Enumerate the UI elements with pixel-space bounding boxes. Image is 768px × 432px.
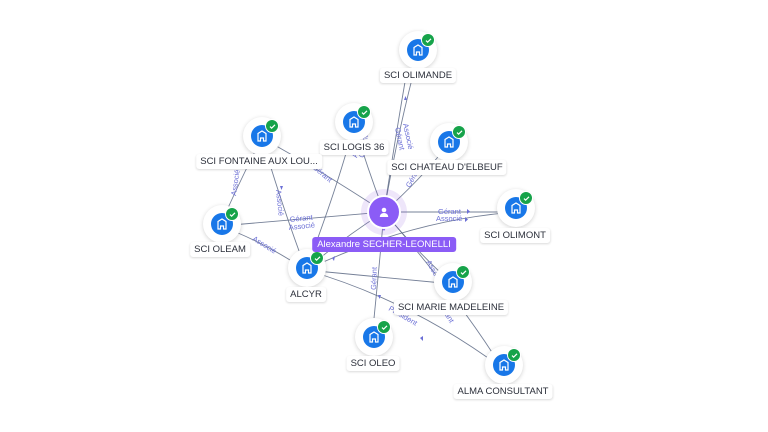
- person-icon: [367, 195, 401, 229]
- person-label[interactable]: Alexandre SECHER-LEONELLI: [312, 237, 456, 252]
- edge-label-gerant: Gérant: [369, 266, 379, 290]
- edge-label-gerant: Gérant: [438, 207, 462, 216]
- verified-check-icon: [265, 119, 279, 133]
- arrow-marker: [404, 96, 407, 100]
- entity-node[interactable]: [497, 189, 535, 227]
- verified-check-icon: [519, 191, 533, 205]
- verified-check-icon: [377, 320, 391, 334]
- edge-label-associe: Associé: [274, 189, 286, 216]
- entity-label[interactable]: SCI OLEO: [346, 356, 400, 371]
- person-node[interactable]: [361, 189, 407, 235]
- edge-alcyr-madeleine: [305, 269, 454, 285]
- entity-node[interactable]: [434, 263, 472, 301]
- entity-label[interactable]: SCI OLEAM: [190, 242, 250, 257]
- entity-node[interactable]: [203, 205, 241, 243]
- arrow-marker: [465, 217, 468, 222]
- entity-label[interactable]: ALMA CONSULTANT: [453, 384, 553, 399]
- entity-label[interactable]: ALCYR: [286, 287, 326, 302]
- verified-check-icon: [310, 251, 324, 265]
- arrow-marker: [467, 209, 470, 214]
- edge-label-associe: Associé: [436, 214, 462, 223]
- arrow-marker: [378, 295, 381, 299]
- verified-check-icon: [225, 207, 239, 221]
- entity-label[interactable]: SCI LOGIS 36: [319, 140, 389, 155]
- verified-check-icon: [507, 348, 521, 362]
- verified-check-icon: [456, 265, 470, 279]
- entity-label[interactable]: SCI MARIE MADELEINE: [393, 300, 509, 315]
- entity-label[interactable]: SCI OLIMONT: [480, 228, 550, 243]
- verified-check-icon: [357, 105, 371, 119]
- verified-check-icon: [421, 33, 435, 47]
- entity-label[interactable]: SCI FONTAINE AUX LOU...: [196, 154, 322, 169]
- entity-node[interactable]: [288, 249, 326, 287]
- arrow-marker: [420, 336, 423, 341]
- edge-oleam: [219, 211, 385, 227]
- entity-node[interactable]: [243, 117, 281, 155]
- edge-label-associe: Associé: [251, 234, 278, 256]
- edge-label-associe: Associé: [288, 220, 315, 232]
- entity-label[interactable]: SCI OLIMANDE: [379, 68, 457, 83]
- entity-node[interactable]: [355, 318, 393, 356]
- edge-label-gerant: Gérant: [289, 213, 314, 224]
- edge-arrows: [280, 96, 470, 341]
- entity-node[interactable]: [485, 346, 523, 384]
- entity-node[interactable]: [335, 103, 373, 141]
- entity-label[interactable]: SCI CHATEAU D'ELBEUF: [387, 160, 507, 175]
- arrow-marker: [280, 186, 283, 190]
- edge-label-associe: Associé: [229, 169, 242, 196]
- arrow-marker: [332, 256, 335, 261]
- edge-alcyr-olimont: [305, 211, 517, 271]
- entity-node[interactable]: [430, 123, 468, 161]
- verified-check-icon: [452, 125, 466, 139]
- entity-node[interactable]: [399, 31, 437, 69]
